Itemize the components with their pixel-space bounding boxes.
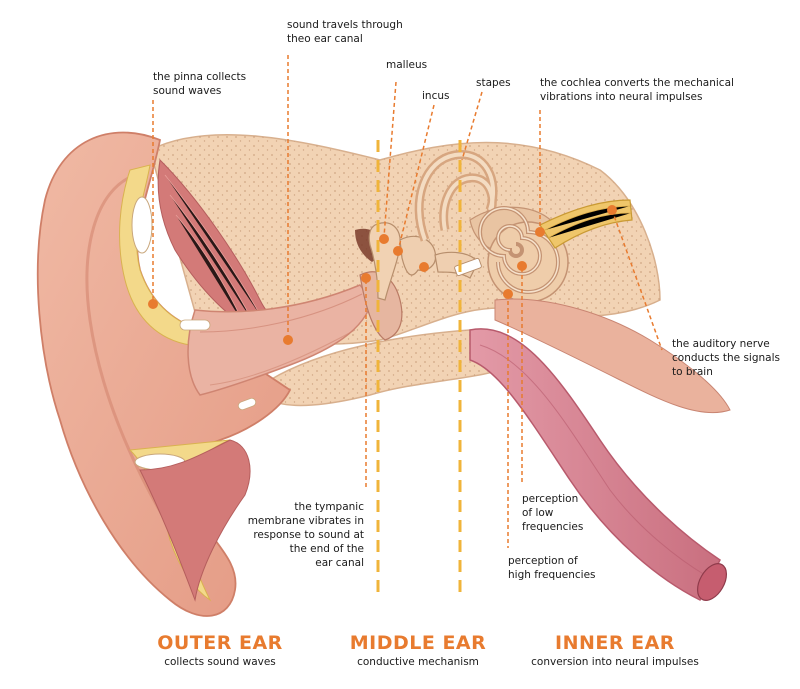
section-title-middle-ear: MIDDLE EAR (349, 632, 487, 654)
label-line: response to sound at (253, 529, 364, 541)
label-line: stapes (476, 77, 511, 89)
section-subtitle-inner-ear: conversion into neural impulses (531, 656, 699, 668)
label-line: vibrations into neural impulses (540, 91, 703, 103)
label-line: malleus (386, 59, 428, 71)
label-line: ear canal (315, 557, 364, 569)
leader-lines (152, 55, 663, 548)
label-malleus: malleus (386, 58, 427, 72)
label-tympanic: the tympanic membrane vibrates in respon… (236, 500, 364, 570)
label-line: sound waves (153, 85, 222, 97)
section-subtitle-outer-ear: collects sound waves (164, 656, 276, 668)
ear-canal (187, 284, 373, 396)
label-high-frequencies: perception of high frequencies (508, 554, 596, 582)
section-dividers (376, 140, 462, 600)
label-low-frequencies: perception of low frequencies (522, 492, 583, 534)
label-sound-travels: sound travels through theo ear canal (287, 18, 403, 46)
label-line: to brain (672, 366, 713, 378)
label-line: perception (522, 493, 579, 505)
label-incus: incus (422, 89, 449, 103)
label-line: frequencies (522, 521, 584, 533)
label-line: the auditory nerve (672, 338, 770, 350)
label-line: the cochlea converts the mechanical (540, 77, 734, 89)
label-line: membrane vibrates in (247, 515, 364, 527)
marker-dots (148, 205, 617, 345)
section-title-inner-ear: INNER EAR (555, 632, 675, 654)
label-pinna: the pinna collects sound waves (153, 70, 246, 98)
label-line: high frequencies (508, 569, 596, 581)
label-cochlea: the cochlea converts the mechanical vibr… (540, 76, 734, 104)
label-stapes: stapes (476, 76, 511, 90)
label-line: the tympanic (294, 501, 364, 513)
label-line: sound travels through (287, 19, 403, 31)
section-title-outer-ear: OUTER EAR (157, 632, 283, 654)
label-line: conducts the signals (672, 352, 780, 364)
muscle-lower (139, 439, 251, 602)
label-auditory-nerve: the auditory nerve conducts the signals … (672, 337, 780, 379)
label-line: the end of the (289, 543, 364, 555)
section-subtitle-middle-ear: conductive mechanism (357, 656, 479, 668)
label-line: the pinna collects (153, 71, 247, 83)
label-line: theo ear canal (287, 33, 363, 45)
label-line: incus (422, 90, 450, 102)
label-line: perception of (508, 555, 578, 567)
label-line: of low (522, 507, 554, 519)
